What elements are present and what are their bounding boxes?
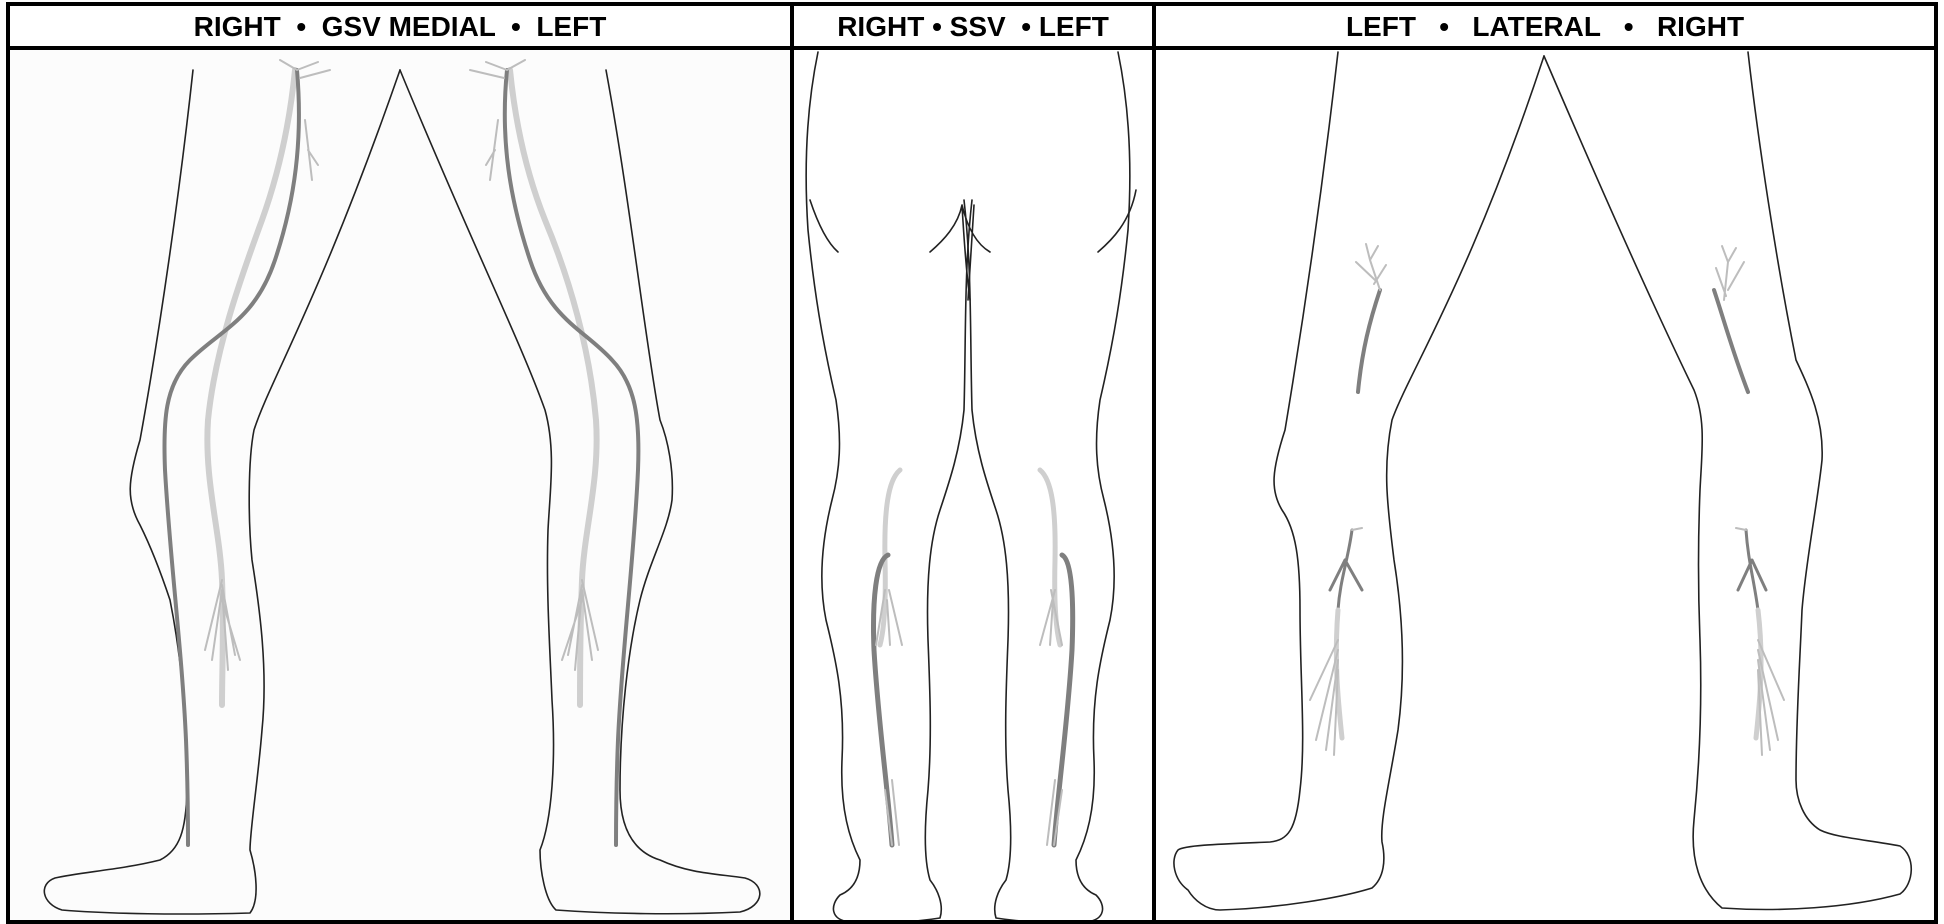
lateral-panel-bg xyxy=(1156,48,1934,924)
ssv-panel-bg xyxy=(794,48,1152,924)
lateral-header: LEFT • LATERAL • RIGHT xyxy=(1156,6,1934,48)
gsv-medial-header: RIGHT • GSV MEDIAL • LEFT xyxy=(10,6,790,48)
ssv-header: RIGHT • SSV • LEFT xyxy=(794,6,1152,48)
